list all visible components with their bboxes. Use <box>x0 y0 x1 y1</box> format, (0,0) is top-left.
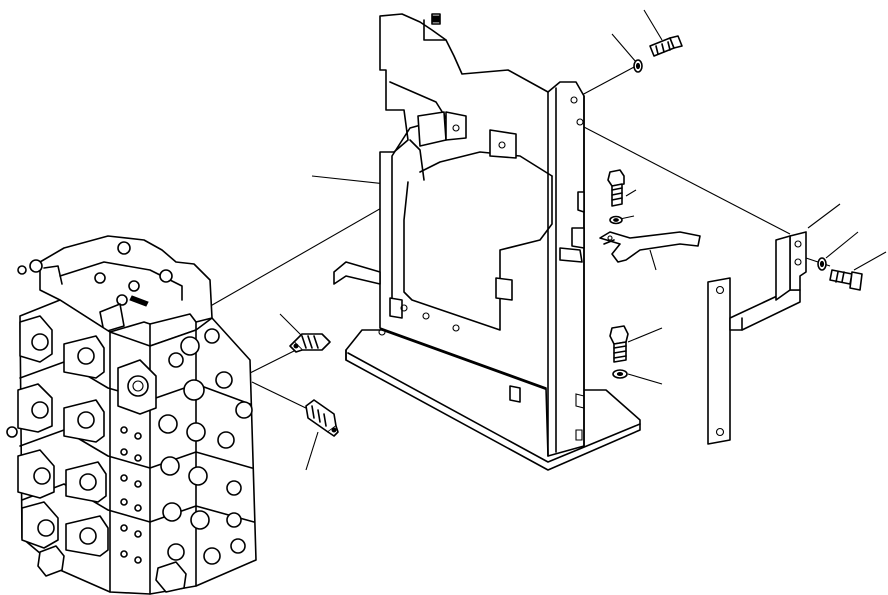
leader-line-sensor-lower <box>305 431 319 471</box>
leader-line-hose-clamp <box>649 249 657 271</box>
bolt-mid-upper <box>607 169 625 207</box>
leader-line-bolt-mid-upper <box>625 189 637 197</box>
control-valve-block <box>6 235 257 595</box>
leader-line-bolt-top <box>643 9 663 41</box>
bolt-mid-lower <box>609 325 629 363</box>
leader-line-washer-top <box>611 33 637 63</box>
hose-clamp <box>599 231 701 263</box>
leader-line-sensor-upper <box>279 313 305 339</box>
bolt-right <box>829 269 863 291</box>
side-bracket <box>707 231 807 445</box>
washer-top <box>633 59 643 73</box>
leader-line-bolt-mid-lower <box>627 327 663 343</box>
washer-mid-upper <box>609 215 623 225</box>
washer-mid-lower <box>612 369 628 379</box>
bolt-top <box>649 35 683 57</box>
leader-line-bolt-right <box>853 251 887 271</box>
sensor-fitting-upper <box>289 333 331 353</box>
leader-lines <box>279 9 887 471</box>
sensor-fitting-lower <box>305 399 339 437</box>
assembly-line-sensor-lower <box>251 381 311 411</box>
leader-line-washer-mid-lower <box>627 373 663 385</box>
leader-line-washer-right <box>825 231 859 259</box>
assembly-line-bolt-top <box>579 65 637 97</box>
washer-right <box>817 257 827 271</box>
leader-line-side-bracket <box>807 203 841 229</box>
valve-mounting-bracket <box>333 13 641 471</box>
assembly-line-side-bracket <box>581 125 791 235</box>
